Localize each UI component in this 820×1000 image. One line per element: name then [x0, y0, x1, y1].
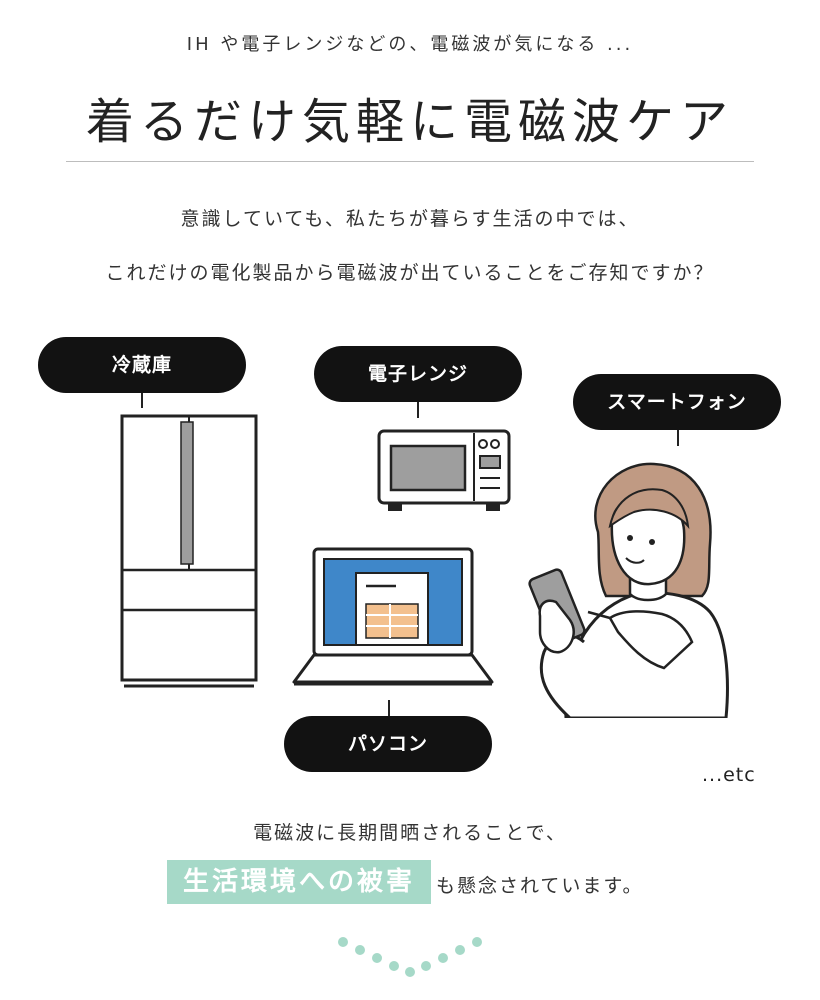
etc-label: ...etc — [702, 764, 756, 786]
intro-line-2: これだけの電化製品から電磁波が出ていることをご存知ですか？ — [105, 262, 715, 284]
refrigerator-illustration — [120, 414, 258, 688]
label-pc: パソコン — [284, 716, 492, 772]
divider — [66, 161, 754, 162]
label-stem — [417, 402, 419, 418]
label-microwave: 電子レンジ — [314, 346, 522, 402]
label-refrigerator: 冷蔵庫 — [38, 337, 246, 393]
intro-line-1: 意識していても、私たちが暮らす生活の中では、 — [180, 208, 640, 230]
label-stem — [141, 393, 143, 408]
label-stem — [677, 430, 679, 446]
subtitle: IH や電子レンジなどの、電磁波が気になる ... — [186, 34, 634, 55]
highlight-badge: 生活環境への被害 — [167, 860, 431, 904]
laptop-illustration — [292, 547, 494, 686]
label-smartphone: スマートフォン — [573, 374, 781, 430]
microwave-illustration — [377, 429, 511, 511]
warning-line-1: 電磁波に長期間晒されることで、 — [253, 822, 567, 844]
warning-line-2: も懸念されています。 — [436, 875, 644, 897]
page-title: 着るだけ気軽に電磁波ケア — [85, 94, 734, 150]
label-stem — [388, 700, 390, 718]
woman-with-smartphone-illustration — [528, 462, 729, 718]
